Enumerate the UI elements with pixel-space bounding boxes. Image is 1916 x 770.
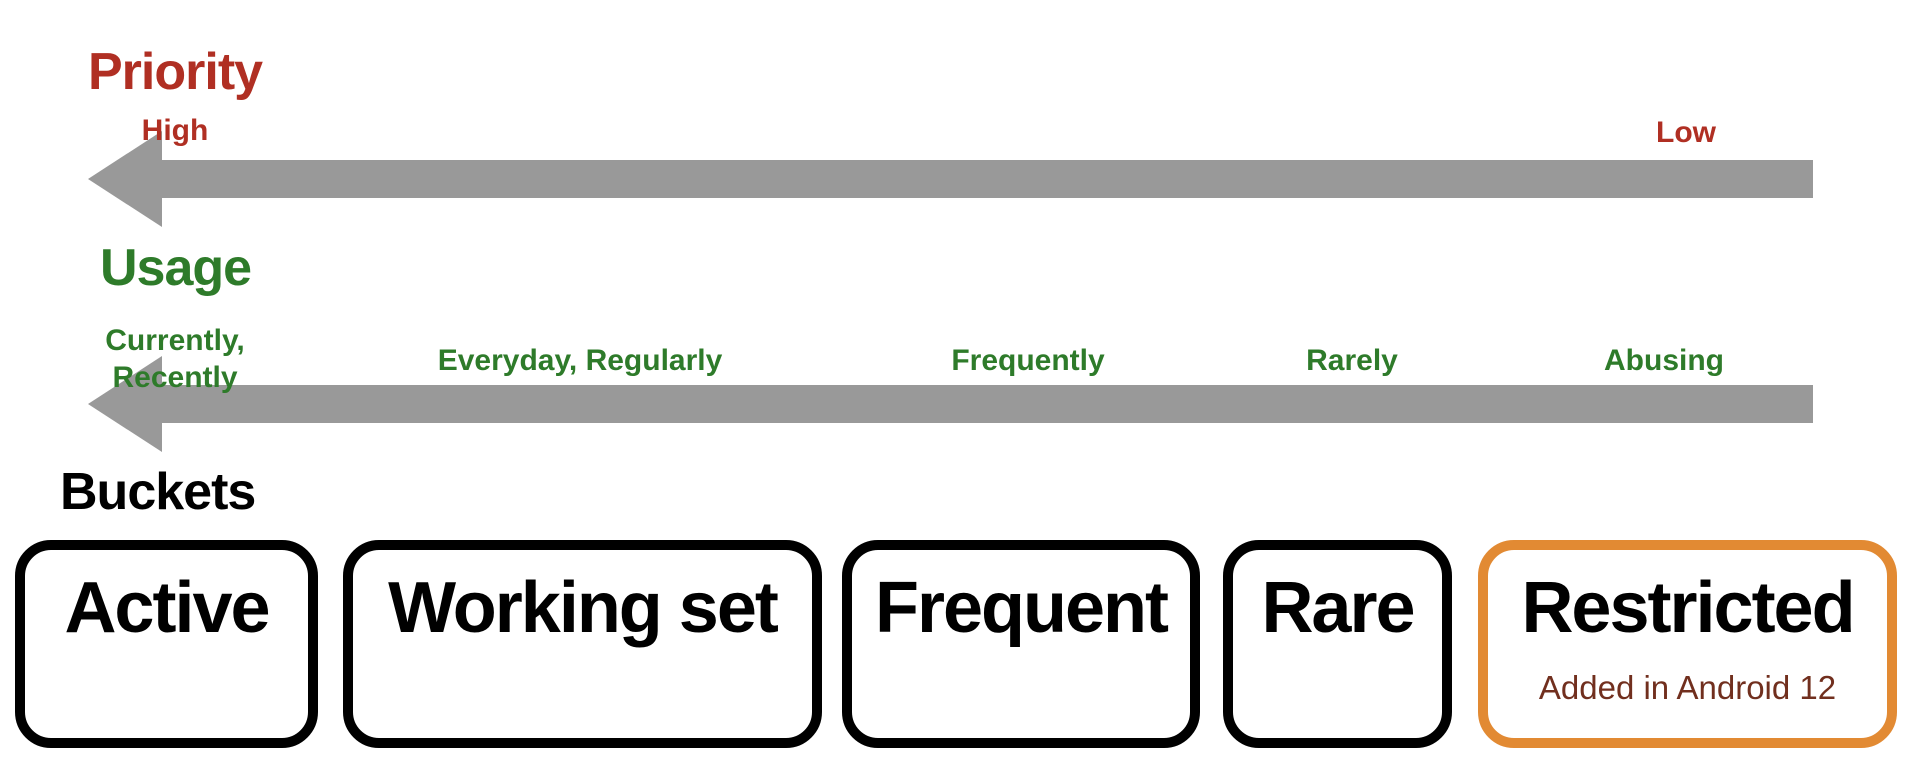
usage-arrow-shaft [150,385,1813,423]
bucket-label-working-set: Working set [388,568,779,648]
bucket-box-working-set: Working set [343,540,822,748]
priority-high-label: High [141,114,209,147]
bucket-label-frequent: Frequent [874,568,1169,648]
usage-label-currently-line1: Currently, [105,324,245,357]
priority-low-label: Low [1656,116,1716,149]
bucket-note-restricted: Added in Android 12 [1538,669,1837,706]
priority-arrow-left-icon [88,131,162,227]
bucket-label-rare: Rare [1261,568,1415,648]
priority-arrow-shaft [150,160,1813,198]
usage-label-rarely: Rarely [1306,344,1398,377]
bucket-label-active: Active [64,568,270,648]
bucket-box-restricted: Restricted Added in Android 12 [1478,540,1897,748]
bucket-box-active: Active [15,540,318,748]
bucket-box-frequent: Frequent [842,540,1200,748]
usage-label-currently-recently: Currently, Recently [105,322,244,396]
usage-title: Usage [100,239,252,297]
usage-label-frequently: Frequently [951,344,1105,377]
bucket-box-rare: Rare [1223,540,1452,748]
usage-arrow-left-icon [88,356,162,452]
usage-label-everyday-regularly: Everyday, Regularly [437,344,723,377]
buckets-title: Buckets [60,463,256,521]
usage-label-currently-line2: Recently [112,361,238,394]
usage-label-abusing: Abusing [1604,344,1724,377]
bucket-label-restricted: Restricted [1521,568,1855,648]
priority-title: Priority [88,43,263,101]
